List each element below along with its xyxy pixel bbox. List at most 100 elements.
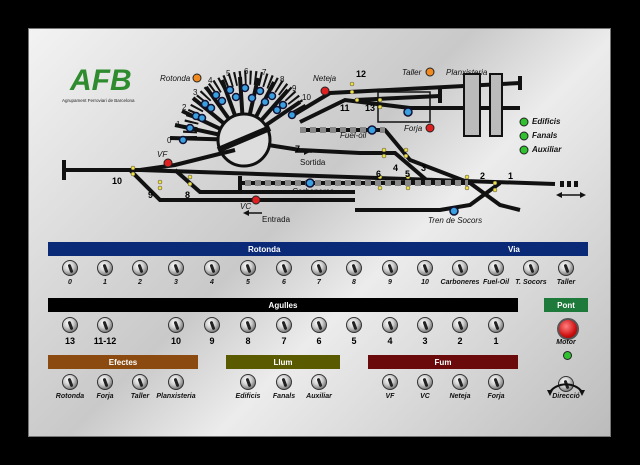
carboneres-label: Carboneres (292, 187, 334, 196)
vf-label: VF (157, 150, 168, 159)
efectes-switch-0[interactable] (62, 374, 78, 390)
agulles-switch-label-6: 6 (316, 336, 322, 346)
sw-num-7: 7 (295, 144, 301, 154)
switch-points (130, 81, 498, 193)
svg-text:AFB: AFB (69, 64, 132, 97)
efectes-switch-1[interactable] (97, 374, 113, 390)
neteja-lamp (320, 86, 330, 96)
agulles-switch-2[interactable] (168, 317, 184, 333)
agulles-switch-6[interactable] (311, 317, 327, 333)
agulles-switch-11[interactable] (488, 317, 504, 333)
rotonda-switch-label-7: 7 (317, 279, 321, 286)
rotonda-switch-label-8: 8 (352, 279, 356, 286)
llum-switch-0[interactable] (240, 374, 256, 390)
motor-button[interactable] (557, 318, 579, 340)
rotonda-switch-3[interactable] (168, 260, 184, 276)
taller-lamp (425, 67, 435, 77)
tt-num-3: 3 (193, 88, 198, 97)
efectes-switch-3[interactable] (168, 374, 184, 390)
svg-text:Agrupament Ferroviari de Barce: Agrupament Ferroviari de Barcelona (62, 98, 135, 103)
llum-switch-1[interactable] (276, 374, 292, 390)
agulles-switch-8[interactable] (382, 317, 398, 333)
agulles-switch-3[interactable] (204, 317, 220, 333)
agulles-switch-label-8: 4 (387, 336, 393, 346)
rotonda-switch-7[interactable] (311, 260, 327, 276)
efectes-switch-label-2: Taller (130, 393, 150, 400)
agulles-switch-7[interactable] (346, 317, 362, 333)
sw-num-4: 4 (393, 163, 399, 173)
sensors (178, 83, 459, 216)
fum-switch-1[interactable] (417, 374, 433, 390)
agulles-switch-9[interactable] (417, 317, 433, 333)
rotonda-switch-6[interactable] (276, 260, 292, 276)
direccio-label: Direcció (552, 393, 580, 400)
planxisteria-building (463, 73, 481, 137)
planxisteria-label: Planxisteria (446, 68, 488, 77)
agulles-switch-label-1: 11-12 (93, 336, 117, 346)
efectes-switch-label-0: Rotonda (55, 393, 85, 400)
agulles-switch-10[interactable] (452, 317, 468, 333)
llum-section-bar: Llum (226, 355, 340, 369)
sw-num-3: 3 (421, 163, 427, 173)
rotonda-switch-label-6: 6 (282, 279, 286, 286)
tt-num-9: 9 (292, 84, 297, 93)
rotonda-label: Rotonda (160, 74, 191, 83)
rotonda-switch-label-4: 4 (210, 279, 214, 286)
tt-num-5: 5 (226, 69, 231, 78)
rotonda-switch-label-10: 10 (421, 279, 429, 286)
rotonda-switch-label-0: 0 (68, 279, 72, 286)
agulles-switch-1[interactable] (97, 317, 113, 333)
entrada-label: Entrada (262, 215, 291, 224)
tt-num-7: 7 (262, 68, 267, 77)
llum-section-title: Llum (273, 357, 293, 367)
via-switch-0[interactable] (452, 260, 468, 276)
rotonda-switch-10[interactable] (417, 260, 433, 276)
agulles-switch-label-4: 8 (245, 336, 251, 346)
sw-num-6: 6 (376, 169, 382, 179)
edificis-label: Edificis (532, 117, 561, 126)
rotonda-switch-label-2: 2 (138, 279, 142, 286)
rotonda-section-title: Rotonda (248, 244, 281, 254)
rotonda-switch-9[interactable] (382, 260, 398, 276)
rotonda-switch-8[interactable] (346, 260, 362, 276)
fum-switch-label-2: Neteja (449, 393, 471, 400)
rotonda-switch-4[interactable] (204, 260, 220, 276)
via-switch-label-1: Fuel-Oil (482, 279, 510, 286)
efectes-switch-label-1: Forja (96, 393, 114, 400)
rotonda-switch-0[interactable] (62, 260, 78, 276)
rotonda-switch-1[interactable] (97, 260, 113, 276)
tren-socors-label: Tren de Socors (428, 216, 483, 225)
tt-num-2: 2 (182, 103, 187, 112)
agulles-switch-0[interactable] (62, 317, 78, 333)
agulles-switch-5[interactable] (276, 317, 292, 333)
agulles-switch-4[interactable] (240, 317, 256, 333)
fum-switch-3[interactable] (488, 374, 504, 390)
fum-switch-0[interactable] (382, 374, 398, 390)
rotonda-switch-2[interactable] (132, 260, 148, 276)
via-switch-2[interactable] (523, 260, 539, 276)
forja-label: Forja (404, 124, 423, 133)
agulles-switch-label-7: 5 (351, 336, 357, 346)
via-switch-label-2: T. Socors (515, 279, 547, 286)
via-switch-1[interactable] (488, 260, 504, 276)
fum-switch-2[interactable] (452, 374, 468, 390)
rotonda-section-bar: Rotonda Via (48, 242, 588, 256)
via-switch-3[interactable] (558, 260, 574, 276)
rotonda-switch-label-9: 9 (388, 279, 392, 286)
rotonda-switch-label-5: 5 (246, 279, 250, 286)
llum-switch-label-2: Auxiliar (306, 393, 332, 400)
efectes-section-title: Efectes (108, 357, 138, 367)
fum-section-title: Fum (434, 357, 452, 367)
rotonda-switch-label-1: 1 (103, 279, 107, 286)
tt-num-0: 0 (167, 136, 172, 145)
vf-lamp (163, 158, 173, 168)
llum-switch-2[interactable] (311, 374, 327, 390)
rotonda-switch-5[interactable] (240, 260, 256, 276)
sw-num-12: 12 (356, 69, 367, 79)
sw-num-5: 5 (405, 169, 411, 179)
sw-num-9: 9 (148, 190, 154, 200)
agulles-switch-label-11: 1 (493, 336, 499, 346)
efectes-switch-2[interactable] (132, 374, 148, 390)
agulles-switch-label-3: 9 (209, 336, 215, 346)
efectes-switch-label-3: Planxisteria (156, 393, 196, 400)
